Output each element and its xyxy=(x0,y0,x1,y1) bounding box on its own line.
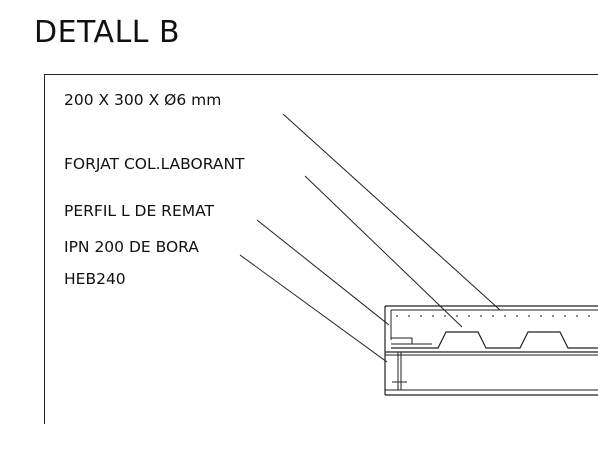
callout-heb-label: HEB240 xyxy=(64,270,126,288)
leader-line-mesh xyxy=(282,113,501,311)
leader-line-ipn xyxy=(239,254,388,363)
deck-profile xyxy=(391,331,598,349)
edge-angle-profile xyxy=(391,337,413,344)
detail-title: DETALL B xyxy=(34,15,181,50)
leader-line-angle xyxy=(256,219,390,326)
callout-angle-label: PERFIL L DE REMAT xyxy=(64,202,214,220)
callout-deck-label: FORJAT COL.LABORANT xyxy=(64,155,245,173)
callout-mesh-label: 200 X 300 X Ø6 mm xyxy=(64,91,222,109)
leader-line-deck xyxy=(304,175,463,328)
callout-ipn-label: IPN 200 DE BORA xyxy=(64,238,199,256)
detail-frame xyxy=(44,74,598,424)
